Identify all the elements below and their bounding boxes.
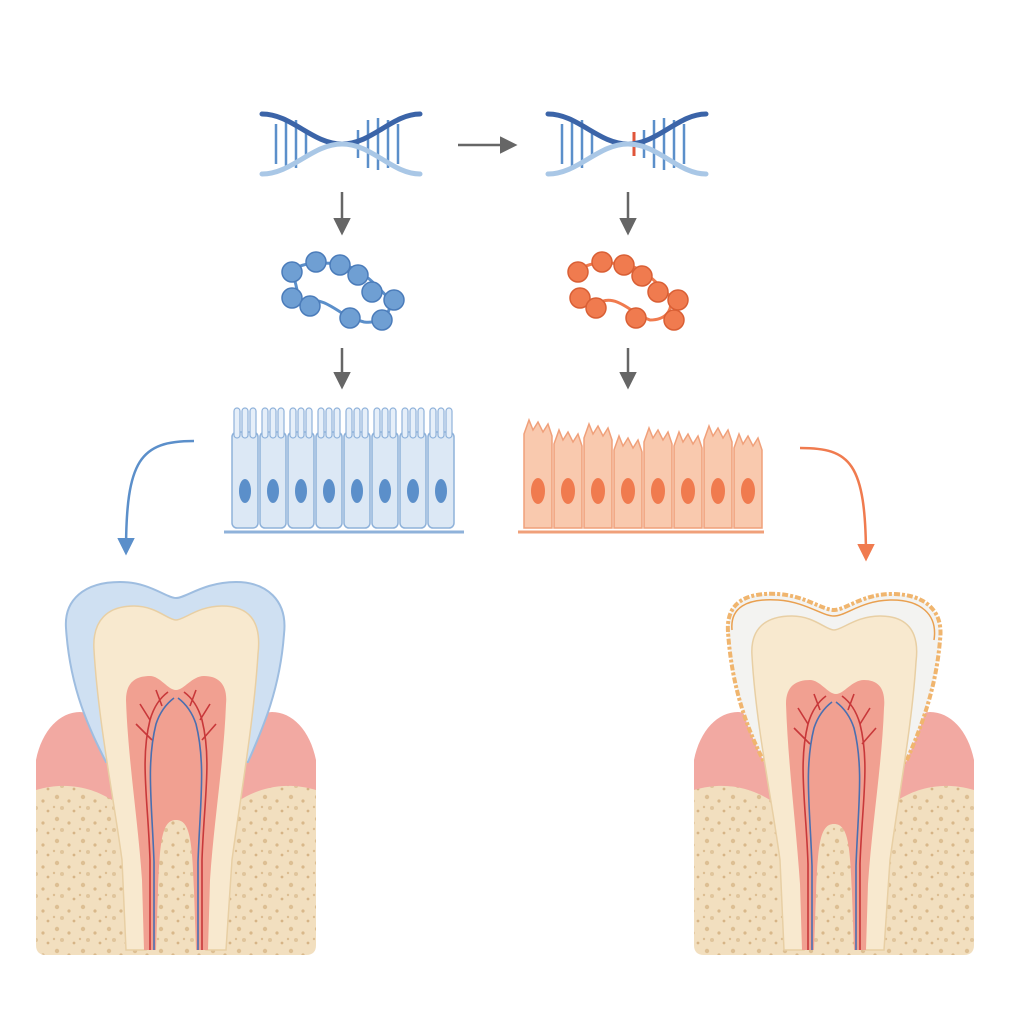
- cell-nucleus: [741, 478, 755, 504]
- cell-nucleus: [295, 479, 307, 503]
- disorganized-cell: [583, 421, 613, 529]
- cell-nucleus: [711, 478, 725, 504]
- dna-helix-icon: [259, 111, 423, 177]
- disorganized-cell-layer-icon: [518, 417, 764, 534]
- cell-nucleus: [621, 478, 635, 504]
- disorganized-cell: [703, 423, 733, 529]
- cell-nucleus: [379, 479, 391, 503]
- cell-nucleus: [561, 478, 575, 504]
- disorganized-cell: [523, 417, 553, 529]
- ameloblast-cell: [231, 407, 259, 529]
- cell-nucleus: [267, 479, 279, 503]
- arrow-cells-to-defective-tooth: [799, 446, 875, 562]
- ameloblast-cell-layer-icon: [224, 407, 464, 534]
- cell-nucleus: [651, 478, 665, 504]
- ameloblast-cell: [259, 407, 287, 529]
- ameloblast-cell: [371, 407, 399, 529]
- arrow-cells-to-healthy-tooth: [117, 439, 195, 556]
- protein-chain-icon: [281, 251, 405, 331]
- ameloblast-cell: [343, 407, 371, 529]
- cell-nucleus: [435, 479, 447, 503]
- disorganized-cell: [673, 429, 703, 529]
- defective-enamel-tooth-icon: [694, 591, 974, 955]
- cell-nucleus: [351, 479, 363, 503]
- cell-nucleus: [531, 478, 545, 504]
- disorganized-cell: [613, 433, 643, 529]
- ameloblast-cell: [427, 407, 455, 529]
- disorganized-cell: [553, 427, 583, 529]
- disorganized-cell: [643, 425, 673, 529]
- cell-nucleus: [239, 479, 251, 503]
- cell-nucleus: [407, 479, 419, 503]
- gum-tissue-right: [694, 712, 770, 800]
- cell-nucleus: [681, 478, 695, 504]
- normal-pathway: [36, 111, 464, 955]
- ameloblast-cell: [399, 407, 427, 529]
- cell-nucleus: [323, 479, 335, 503]
- misfolded-protein-chain-icon: [567, 251, 689, 331]
- cell-nucleus: [591, 478, 605, 504]
- ameloblast-cell: [287, 407, 315, 529]
- mutated-dna-helix-icon: [545, 111, 709, 177]
- ameloblast-cell: [315, 407, 343, 529]
- disorganized-cell: [733, 431, 763, 529]
- healthy-tooth-icon: [36, 580, 316, 955]
- mutant-pathway: [518, 111, 974, 955]
- pulp: [126, 676, 227, 950]
